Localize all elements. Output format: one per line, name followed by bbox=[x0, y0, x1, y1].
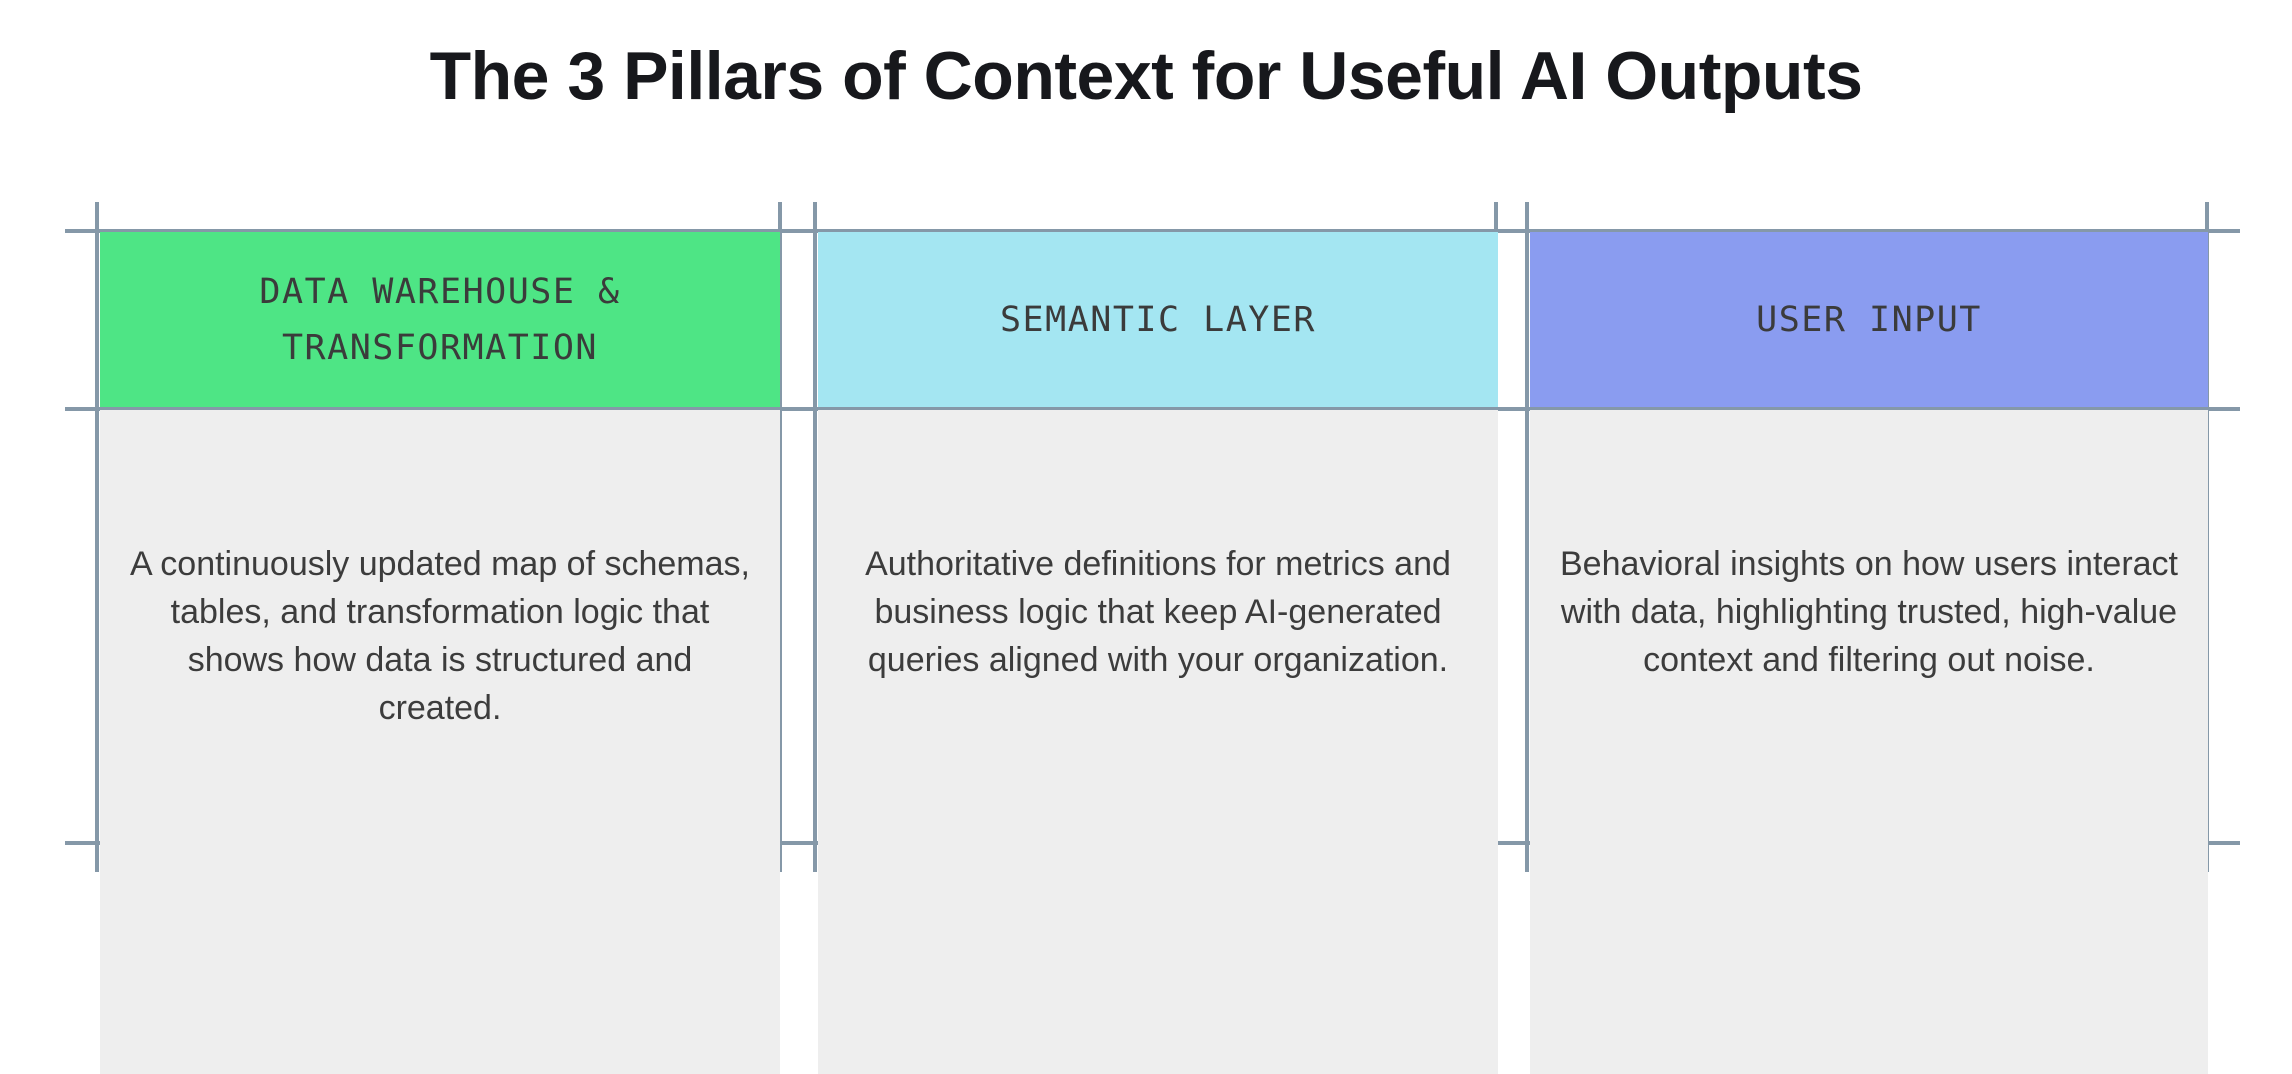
pillar-header-label: SEMANTIC LAYER bbox=[999, 299, 1316, 340]
pillar-header-label: DATA WAREHOUSE & TRANSFORMATION bbox=[259, 271, 621, 368]
guide-line-vertical bbox=[778, 202, 782, 872]
pillar-body-text: Authoritative definitions for metrics an… bbox=[865, 545, 1451, 679]
pillar-header-label: USER INPUT bbox=[1756, 299, 1982, 340]
pillar-body-text: Behavioral insights on how users interac… bbox=[1560, 545, 2178, 679]
guide-line-horizontal bbox=[65, 229, 2240, 233]
pillar-body-text: A continuously updated map of schemas, t… bbox=[130, 545, 750, 727]
pillar-header-user-input: USER INPUT bbox=[1530, 232, 2208, 407]
pillar-body-user-input: Behavioral insights on how users interac… bbox=[1530, 410, 2208, 1074]
pillar-header-data-warehouse: DATA WAREHOUSE & TRANSFORMATION bbox=[100, 232, 780, 407]
pillar-body-semantic-layer: Authoritative definitions for metrics an… bbox=[818, 410, 1498, 1074]
guide-line-vertical bbox=[813, 202, 817, 872]
guide-line-vertical bbox=[95, 202, 99, 872]
pillar-body-data-warehouse: A continuously updated map of schemas, t… bbox=[100, 410, 780, 1074]
pillar-header-semantic-layer: SEMANTIC LAYER bbox=[818, 232, 1498, 407]
page-title: The 3 Pillars of Context for Useful AI O… bbox=[429, 38, 1863, 114]
guide-line-horizontal bbox=[65, 407, 2240, 411]
guide-line-vertical bbox=[1525, 202, 1529, 872]
